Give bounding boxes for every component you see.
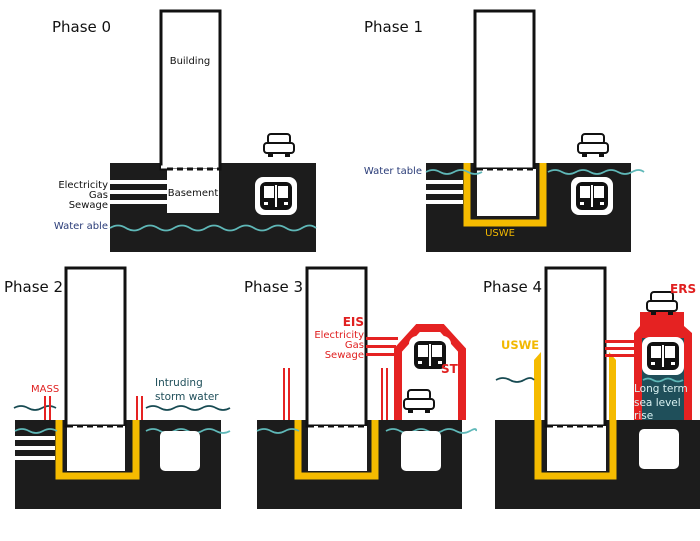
basement-room — [547, 426, 606, 471]
uswe-raised-wall-right — [609, 352, 616, 420]
uswe-wall — [534, 420, 617, 480]
basement-room — [308, 426, 367, 471]
metro-train-icon — [642, 337, 684, 375]
uswe-label: USWE — [485, 228, 515, 239]
storm-water-wave — [145, 405, 231, 411]
water-table-label: Water table — [364, 166, 422, 177]
water-table-label: Water able — [54, 221, 108, 232]
mass-label: MASS — [31, 384, 59, 395]
empty-tunnel — [639, 429, 679, 469]
car-icon — [263, 133, 295, 158]
intruding-storm-water-label-2: storm water — [155, 391, 219, 403]
metro-train-icon — [571, 177, 613, 215]
building-label: Building — [170, 56, 211, 67]
phase-0-panel: Phase 0 Building Basement Electricity Ga… — [52, 9, 317, 252]
phase-4-panel: Phase 4 ERS USWE Long term sea level ris… — [483, 266, 700, 509]
utility-line-sewage — [110, 200, 167, 204]
phase-4-title: Phase 4 — [483, 278, 542, 296]
st-label: ST — [441, 362, 459, 376]
eis-label: EIS — [343, 315, 364, 329]
eis-line-electricity — [366, 337, 398, 340]
phase-2-panel: Phase 2 MASS Intruding storm water — [4, 266, 231, 509]
sewage-label: Sewage — [325, 350, 364, 361]
gas-label: Gas — [89, 190, 108, 201]
sea-level-wave — [642, 377, 684, 383]
phase-1-panel: Phase 1 Water table USWE — [364, 9, 645, 252]
sea-level-wave — [495, 377, 535, 383]
basement-room — [67, 426, 125, 471]
sea-level-label-2: sea level — [634, 397, 681, 409]
basement-label: Basement — [168, 188, 219, 199]
water-table-wave — [547, 169, 645, 175]
uswe-label: USWE — [501, 338, 539, 352]
eis-line-sewage — [366, 353, 394, 356]
phase-0-title: Phase 0 — [52, 18, 111, 36]
empty-tunnel — [401, 431, 441, 471]
phase-2-title: Phase 2 — [4, 278, 63, 296]
electricity-label: Electricity — [314, 330, 364, 341]
eis-line-gas — [366, 345, 396, 348]
sewage-label: Sewage — [69, 200, 108, 211]
water-table-wave — [109, 224, 317, 232]
uswe-wall — [463, 163, 547, 227]
car-icon — [403, 389, 435, 414]
empty-tunnel — [160, 431, 200, 471]
basement-room — [477, 169, 536, 216]
building-tower — [64, 266, 127, 428]
uswe-wall — [294, 420, 379, 480]
ers-label: ERS — [670, 282, 696, 296]
gas-label: Gas — [345, 340, 364, 351]
mass-barrier — [44, 396, 46, 420]
utility-line-electricity — [110, 180, 167, 184]
car-icon — [577, 133, 609, 158]
sea-level-label-3: rise — [634, 410, 653, 422]
utility-line-gas — [110, 190, 167, 194]
building-tower — [473, 9, 536, 171]
intruding-storm-water-label-1: Intruding — [155, 377, 203, 389]
phase-3-panel: Phase 3 EIS Electricity Gas Sewage ST — [244, 266, 478, 509]
phase-3-title: Phase 3 — [244, 278, 303, 296]
metro-train-icon — [255, 177, 297, 215]
sea-level-label-1: Long term — [634, 383, 688, 395]
uswe-raised-wall-left — [534, 352, 541, 420]
building-tower — [159, 9, 222, 171]
building-tower — [544, 266, 607, 428]
st-shelter — [394, 324, 466, 420]
phase-1-title: Phase 1 — [364, 18, 423, 36]
electricity-label: Electricity — [58, 180, 108, 191]
uswe-wall — [55, 420, 140, 480]
basement-room — [167, 169, 219, 213]
